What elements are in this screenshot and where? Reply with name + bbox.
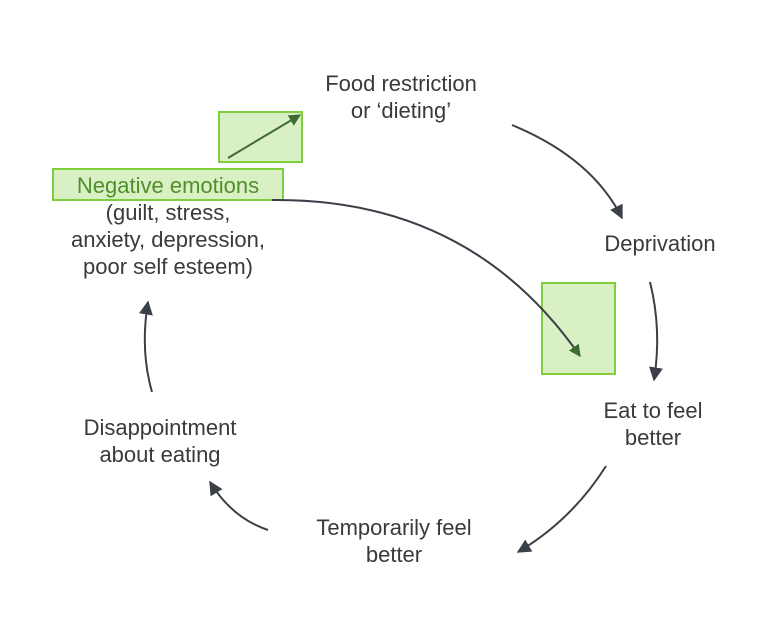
- arrow-negative-to-food: [227, 114, 302, 159]
- arrow-deprivation-to-eat: [649, 281, 663, 382]
- node-text-line: Deprivation: [604, 231, 716, 256]
- node-text-line: Eat to feel: [603, 398, 703, 423]
- node-eat-to-feel-better: Eat to feel better: [570, 397, 736, 451]
- node-food-restriction: Food restriction or ‘dieting’: [286, 70, 516, 124]
- node-text-line: poor self esteem): [83, 254, 253, 279]
- node-text-line: Disappointment: [83, 415, 237, 440]
- node-text-line: anxiety, depression,: [70, 227, 266, 252]
- node-text-line: better: [624, 425, 682, 450]
- node-temporarily-feel-better: Temporarily feel better: [274, 514, 514, 568]
- arrow-temporarily-to-disappointment: [209, 480, 269, 531]
- node-text-line: about eating: [99, 442, 221, 467]
- node-negative-emotions: Negative emotions (guilt, stress, anxiet…: [42, 172, 294, 280]
- highlight-box-right-arrow: [541, 282, 616, 375]
- highlight-box-negative-emotions: [52, 168, 284, 201]
- negative-emotions-title: Negative emotions: [76, 173, 260, 198]
- node-text-line: or ‘dieting’: [350, 98, 452, 123]
- node-text-line: Temporarily feel: [316, 515, 472, 540]
- node-disappointment: Disappointment about eating: [60, 414, 260, 468]
- arrow-negative-to-eat: [271, 198, 581, 357]
- arrow-eat-to-temporarily: [516, 465, 607, 553]
- node-deprivation: Deprivation: [572, 230, 748, 257]
- node-text-line: better: [365, 542, 423, 567]
- arrow-food-to-deprivation: [511, 124, 623, 220]
- node-text-line: (guilt, stress,: [105, 200, 231, 225]
- arrow-disappointment-to-negative: [139, 300, 153, 393]
- node-text-line: Food restriction: [325, 71, 477, 96]
